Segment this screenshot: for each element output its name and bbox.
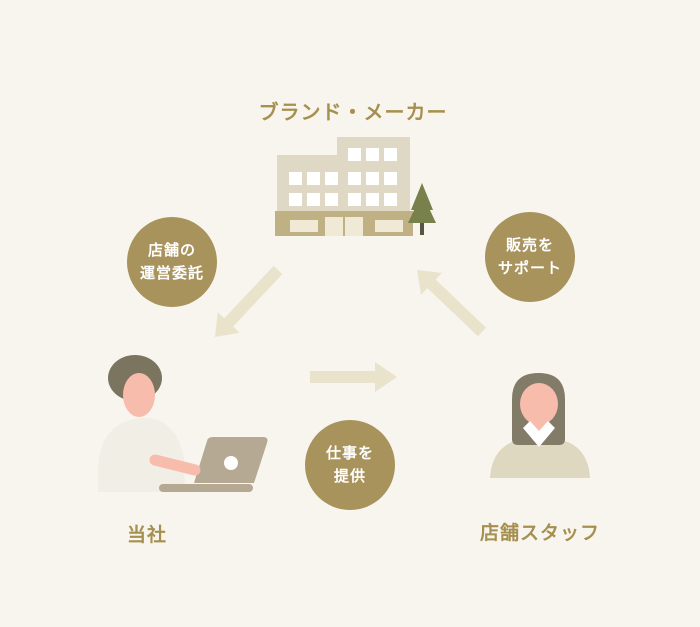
woman-icon xyxy=(490,373,590,478)
arrow-down-left-icon xyxy=(215,265,283,337)
badge-line: 提供 xyxy=(333,467,366,485)
arrow-up-left-icon xyxy=(417,270,487,337)
brand-maker-label: ブランド・メーカー xyxy=(258,100,448,124)
our-company-label: 当社 xyxy=(126,524,168,546)
badge-store-operation-consignment: 店舗の 運営委託 xyxy=(127,217,217,307)
person-laptop-icon xyxy=(98,355,268,492)
badge-line: 販売を xyxy=(505,236,554,254)
building-icon xyxy=(275,137,436,236)
store-staff-label: 店舗スタッフ xyxy=(479,522,601,544)
badge-line: 店舗の xyxy=(147,241,196,259)
badge-line: サポート xyxy=(497,259,562,277)
arrow-right-icon xyxy=(310,362,397,392)
badge-line: 仕事を xyxy=(325,444,374,462)
badge-sales-support: 販売を サポート xyxy=(485,212,575,302)
badge-line: 運営委託 xyxy=(139,264,204,282)
badge-provide-work: 仕事を 提供 xyxy=(305,420,395,510)
